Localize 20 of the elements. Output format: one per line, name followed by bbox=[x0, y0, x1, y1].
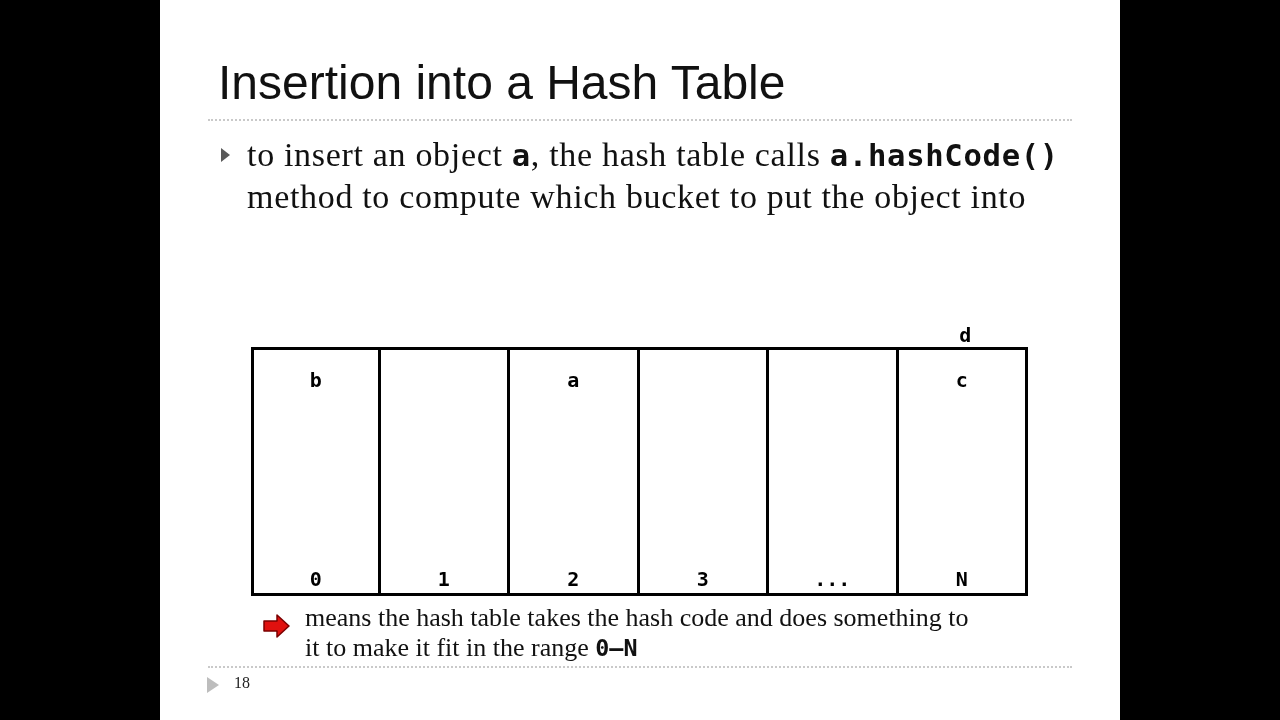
slide-title: Insertion into a Hash Table bbox=[218, 55, 786, 110]
legend-text: means the hash table takes the hash code and does something to it to make it fit in the range 0—N bbox=[305, 603, 970, 663]
bucket-cell bbox=[380, 347, 510, 596]
bucket-index: 3 bbox=[696, 567, 709, 591]
bucket-index: 0 bbox=[309, 567, 322, 591]
bullet-text: to insert an object a, the hash table calls a.hashCode() method to compute which bucket to put the object into bbox=[247, 135, 1060, 217]
bucket-index: 1 bbox=[437, 567, 450, 591]
bucket-index: ... bbox=[814, 567, 851, 591]
bucket-cell bbox=[769, 347, 899, 596]
bucket-cell bbox=[898, 347, 1028, 596]
bucket-cell bbox=[510, 347, 640, 596]
object-label: d bbox=[958, 323, 973, 347]
object-label: a bbox=[567, 368, 580, 392]
bucket-cell bbox=[251, 347, 381, 596]
bucket-index: N bbox=[955, 567, 968, 591]
bucket-index: 2 bbox=[567, 567, 580, 591]
object-label: c bbox=[955, 368, 968, 392]
bucket-cell bbox=[639, 347, 769, 596]
page-number: 18 bbox=[234, 673, 250, 693]
object-label: b bbox=[309, 368, 322, 392]
